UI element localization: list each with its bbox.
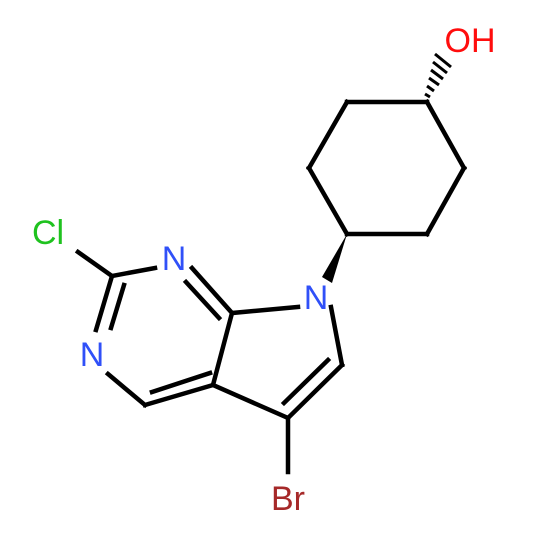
hashed-bond-c4-oh [424,52,452,99]
atom-cl: Cl [32,214,64,252]
bond-pyrrole-c4a-c7a [210,310,235,388]
bond-cyclohexane-3 [305,164,351,238]
atom-oh: OH [445,22,496,60]
bond-c7a-n7 [229,304,301,316]
bond-pyrrole-c6-c5-inner [280,356,332,407]
atom-br: Br [271,480,305,518]
wedge-bond-n7-cyclohexyl [322,234,347,283]
bond-n7-c6 [328,304,345,368]
bond-c4-c4a-inner [149,370,213,395]
bond-pyrrole-c6-c5 [284,361,346,422]
bond-c2-cl [74,248,116,280]
bond-n3-c4 [104,370,149,409]
bond-cyclohexane-2 [305,98,351,172]
bond-c2-n3 [93,273,115,333]
bond-c7a-n1 [188,264,236,317]
bond-c4-c4a [142,382,216,408]
bonds [74,98,468,475]
bond-c7a-n1-inner [182,278,223,322]
bond-pyrrole-c5-c4a [210,382,291,421]
atom-n1: N [162,240,187,278]
bond-c2-n3-inner [108,282,127,331]
bond-c7a-n7-inner [232,320,294,325]
bond-n1-c2 [109,265,158,279]
bond-cyclohexane-6 [423,98,468,172]
atom-n3: N [80,336,105,374]
atom-n7: N [304,279,329,317]
bond-cyclohexane-5 [423,164,468,238]
